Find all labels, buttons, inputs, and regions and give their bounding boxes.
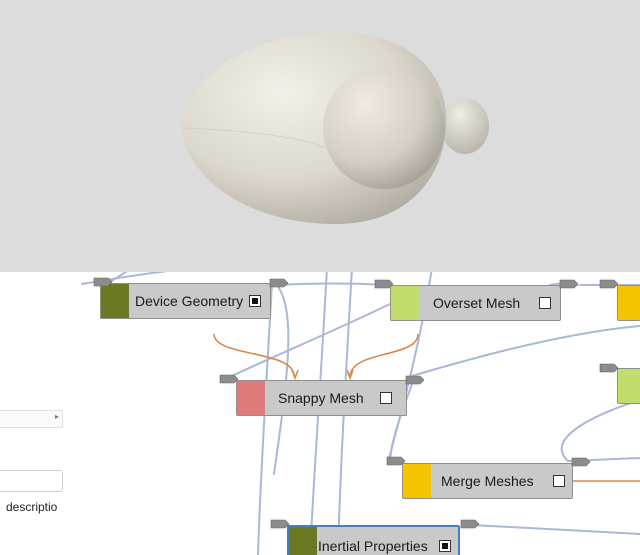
node-inertial-properties[interactable]: Inertial Properties	[287, 525, 460, 555]
nub-shape	[441, 98, 489, 154]
node-color-swatch	[391, 286, 419, 320]
node-snappy-mesh[interactable]: Snappy Mesh	[236, 380, 407, 416]
node-title: Merge Meshes	[441, 473, 534, 489]
node-title: Device Geometry	[135, 293, 244, 309]
node-offscreen-green[interactable]	[617, 368, 640, 404]
node-color-swatch	[403, 464, 431, 498]
sphere-shape	[323, 67, 445, 189]
node-title: Inertial Properties	[318, 538, 428, 554]
node-title: Overset Mesh	[433, 295, 521, 311]
node-offscreen-yellow[interactable]	[617, 285, 640, 321]
description-label: descriptio	[6, 500, 58, 514]
node-device-geometry[interactable]: Device Geometry	[100, 283, 271, 319]
geometry-render	[181, 32, 489, 224]
scroll-right-icon[interactable]: ▸	[54, 412, 59, 421]
node-color-swatch	[289, 527, 317, 555]
3d-viewport[interactable]	[0, 0, 640, 272]
node-color-swatch	[618, 369, 640, 403]
description-input[interactable]	[0, 470, 63, 492]
node-graph-canvas[interactable]: Device Geometry Overset Mesh Snappy Mesh…	[72, 272, 640, 555]
node-color-swatch	[618, 286, 640, 320]
node-enable-checkbox[interactable]	[539, 297, 551, 309]
node-merge-meshes[interactable]: Merge Meshes	[402, 463, 573, 499]
node-enable-checkbox[interactable]	[249, 295, 261, 307]
properties-panel: ▸ descriptio	[0, 272, 73, 555]
node-enable-checkbox[interactable]	[439, 540, 451, 552]
node-color-swatch	[237, 381, 265, 415]
node-color-swatch	[101, 284, 129, 318]
node-overset-mesh[interactable]: Overset Mesh	[390, 285, 561, 321]
node-enable-checkbox[interactable]	[380, 392, 392, 404]
node-title: Snappy Mesh	[278, 390, 364, 406]
scrollbar[interactable]: ▸	[0, 410, 63, 428]
node-enable-checkbox[interactable]	[553, 475, 565, 487]
